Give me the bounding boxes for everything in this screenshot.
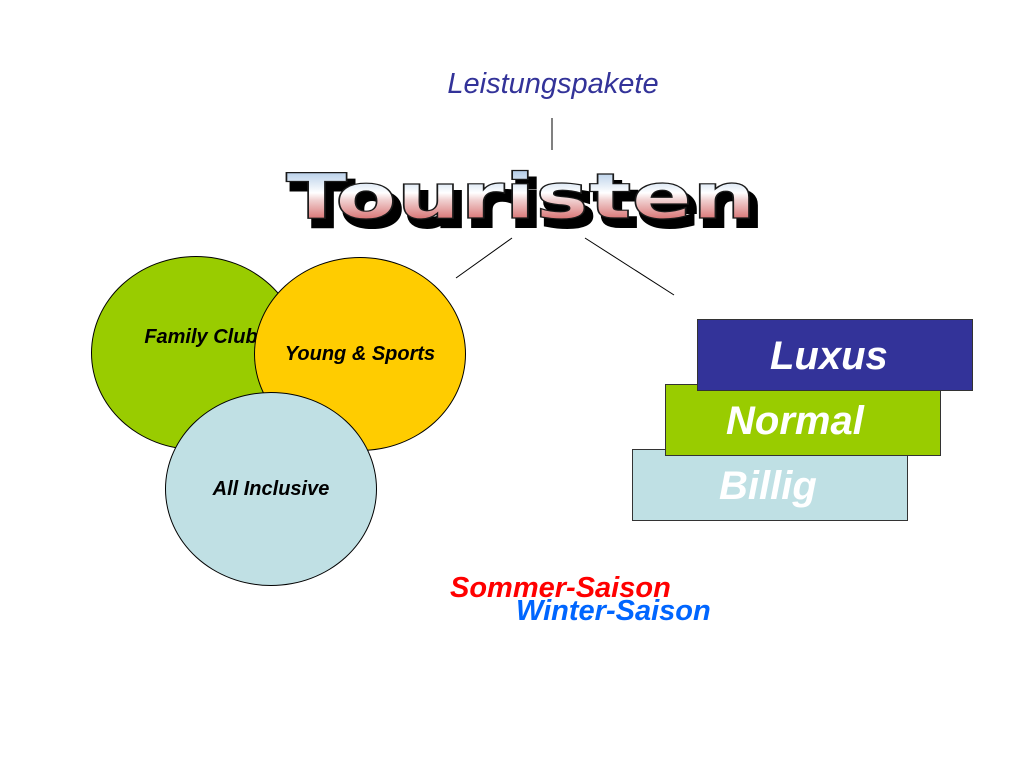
season-winter: Winter-Saison: [516, 595, 711, 627]
tier-billig: Billig: [632, 449, 908, 521]
segment-all-inclusive: All Inclusive: [165, 392, 377, 586]
wordart-shadow: Touristen: [292, 168, 762, 234]
segment-all-inclusive-label: All Inclusive: [212, 477, 330, 500]
tier-billig-label: Billig: [719, 464, 817, 508]
tier-luxus: Luxus: [697, 319, 973, 391]
touristen-wordart: Touristen Touristen: [285, 159, 764, 234]
segment-family-club-label: Family Club: [144, 326, 258, 348]
season-summer: Sommer-Saison: [450, 572, 671, 604]
connector-center-to-segments: [455, 237, 513, 279]
segment-young-sports-label: Young & Sports: [284, 342, 436, 365]
tier-luxus-label: Luxus: [770, 334, 888, 378]
tier-normal: Normal: [665, 384, 941, 456]
diagram-title: Leistungspakete: [447, 68, 659, 100]
wordart-text: Touristen: [286, 160, 756, 233]
tier-normal-label: Normal: [726, 399, 864, 443]
connector-center-to-tiers: [584, 237, 675, 296]
